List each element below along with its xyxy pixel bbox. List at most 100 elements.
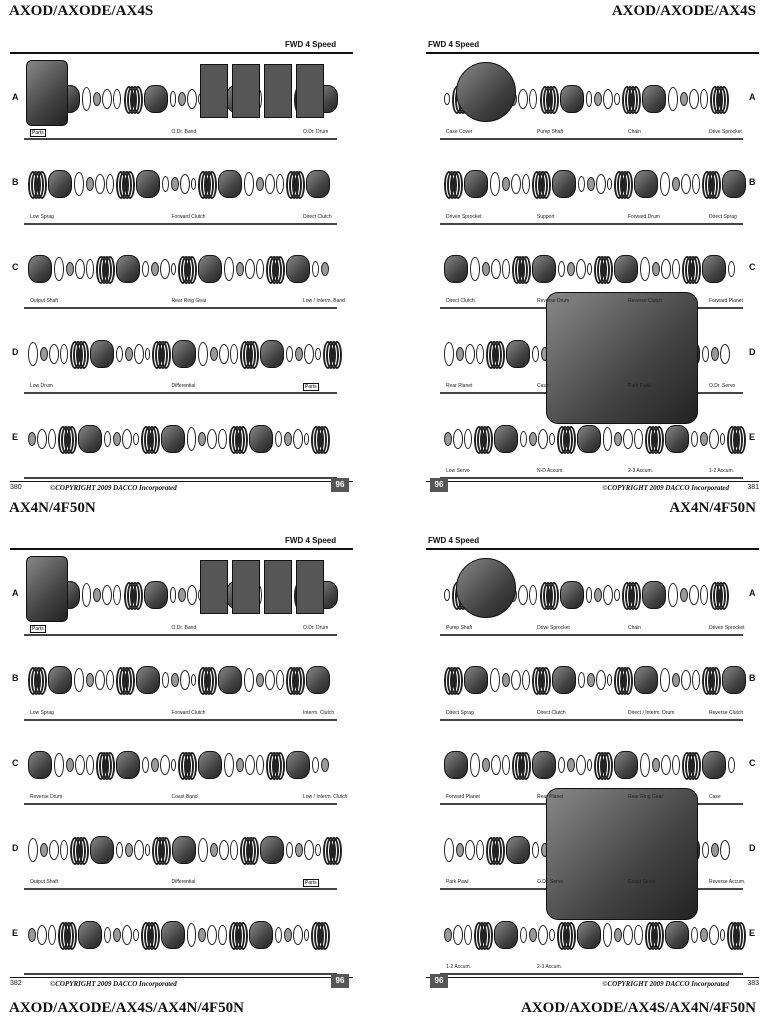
seal-part bbox=[688, 89, 699, 110]
ring-part bbox=[48, 924, 57, 945]
part-label: Reverse Clutch bbox=[709, 709, 744, 716]
ring-part bbox=[170, 263, 177, 275]
part-label: Direct Clutch bbox=[537, 709, 566, 716]
drum-part bbox=[28, 255, 52, 283]
ring-part bbox=[312, 757, 320, 773]
clutch-plate bbox=[125, 667, 135, 696]
ring-part bbox=[702, 345, 710, 362]
clutch-plate bbox=[207, 667, 218, 696]
drum-part bbox=[286, 751, 311, 779]
part-label: Driven Sprocket bbox=[709, 624, 745, 631]
drum-part bbox=[634, 666, 659, 695]
panel-top-rule bbox=[10, 548, 353, 550]
part-label: O.Dr. Band bbox=[171, 128, 197, 135]
part-label: O.Dr. Servo bbox=[709, 383, 736, 390]
row-separator bbox=[24, 718, 337, 721]
drum-part bbox=[248, 424, 273, 453]
part-label: Chain bbox=[628, 128, 642, 135]
bearing-part bbox=[178, 92, 187, 107]
ring-part bbox=[59, 343, 68, 364]
seal-part bbox=[490, 755, 501, 775]
clutch-plate bbox=[331, 340, 342, 369]
bearing-part bbox=[481, 758, 490, 772]
ring-part bbox=[59, 839, 68, 860]
seal-part bbox=[207, 924, 218, 945]
drum-part bbox=[576, 424, 601, 453]
bearing-part bbox=[501, 177, 510, 192]
bearing-part bbox=[711, 346, 720, 361]
seal-part bbox=[681, 670, 692, 691]
row-letter-a: A bbox=[12, 92, 19, 103]
copyright-text: ©COPYRIGHT 2009 DACCO Incorporated bbox=[50, 484, 177, 492]
bearing-part bbox=[198, 431, 207, 446]
ring-part bbox=[578, 176, 585, 193]
row-separator bbox=[24, 477, 337, 479]
clutch-plate bbox=[132, 86, 143, 115]
ring-part bbox=[692, 670, 701, 691]
ring-part bbox=[475, 839, 484, 860]
ring-part bbox=[230, 343, 239, 364]
ring-part bbox=[614, 589, 620, 602]
bearing-part bbox=[444, 431, 452, 446]
clutch-plate bbox=[125, 171, 135, 200]
clutch-plate bbox=[105, 256, 115, 284]
drum-part bbox=[218, 666, 243, 695]
ring-part bbox=[244, 668, 255, 693]
row-separator bbox=[440, 633, 743, 636]
bearing-part bbox=[679, 92, 688, 107]
ring-part bbox=[444, 837, 454, 862]
part-label: Forward Planet bbox=[446, 794, 480, 801]
case-cover bbox=[456, 62, 516, 122]
bearing-part bbox=[711, 842, 720, 857]
ring-part bbox=[606, 178, 613, 191]
bearing-part bbox=[85, 177, 94, 192]
seal-part bbox=[661, 259, 672, 279]
drum-part bbox=[494, 424, 519, 453]
part-label: 1-2 Accum. bbox=[446, 964, 472, 970]
ring-part bbox=[490, 172, 500, 197]
part-label: Direct Clutch bbox=[446, 298, 475, 305]
drum-part bbox=[532, 255, 556, 283]
part-label: Output Shaft bbox=[30, 298, 59, 305]
bearing-part bbox=[566, 262, 575, 276]
bearing-part bbox=[210, 842, 219, 857]
ring-part bbox=[521, 174, 530, 195]
ring-part bbox=[667, 87, 678, 112]
part-label: Rear Ring Gear bbox=[628, 794, 664, 801]
valve-plate bbox=[200, 64, 228, 118]
ring-part bbox=[218, 924, 227, 945]
part-label: Parts bbox=[303, 879, 319, 888]
part-label: Differential bbox=[171, 383, 196, 390]
bearing-part bbox=[455, 842, 464, 857]
drum-part bbox=[506, 339, 530, 368]
row-letter-c: C bbox=[749, 262, 756, 272]
drum-part bbox=[559, 85, 584, 114]
row-separator bbox=[440, 973, 743, 975]
part-label: O.Dr. Drum bbox=[303, 624, 329, 631]
valve-plate bbox=[232, 64, 260, 118]
seal-part bbox=[708, 428, 719, 449]
bearing-part bbox=[586, 177, 595, 192]
row-letter-d: D bbox=[749, 346, 756, 357]
clutch-plate bbox=[37, 171, 47, 200]
bearing-part bbox=[210, 346, 219, 361]
valve-plate bbox=[264, 560, 292, 614]
ring-part bbox=[640, 753, 651, 777]
part-label: 1-2 Accum. bbox=[709, 468, 735, 474]
part-label: N-D Accum. bbox=[537, 468, 564, 474]
clutch-plate bbox=[603, 752, 614, 780]
clutch-plate bbox=[207, 171, 218, 200]
seal-part bbox=[37, 428, 47, 449]
seal-part bbox=[453, 428, 463, 449]
drum-part bbox=[702, 751, 727, 779]
ring-part bbox=[602, 922, 613, 947]
bearing-part bbox=[65, 262, 74, 276]
seal-part bbox=[538, 924, 549, 945]
page-badge: 96 bbox=[430, 974, 448, 988]
row-separator bbox=[24, 307, 337, 310]
